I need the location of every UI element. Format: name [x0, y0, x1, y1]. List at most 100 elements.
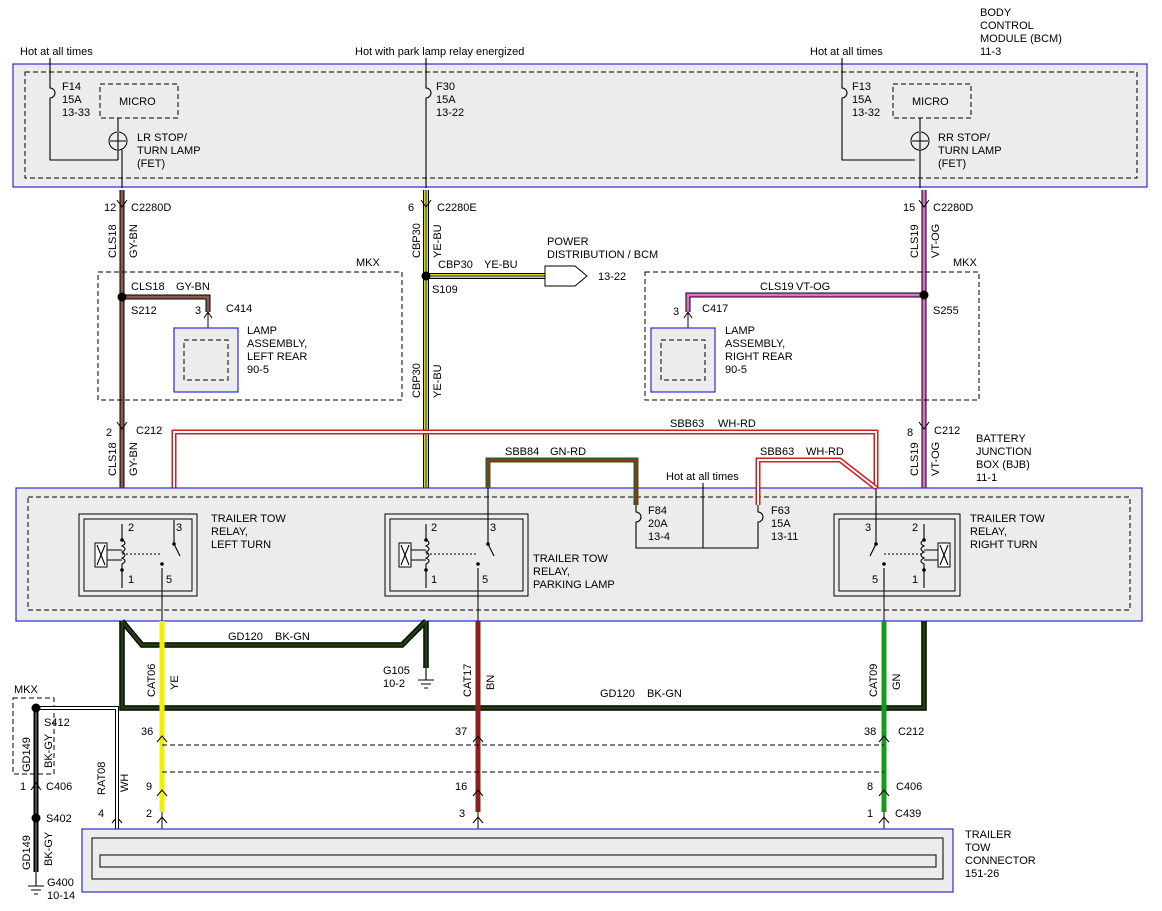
bjb-module: [15, 487, 1143, 622]
supply-label-center: Hot with park lamp relay energized: [355, 46, 524, 58]
c212-bottom-name: C212: [898, 726, 924, 738]
cls18-branch-circuit: CLS18: [131, 281, 165, 293]
svg-text:15A: 15A: [852, 94, 872, 106]
cbp30-branch-color: YE-BU: [484, 259, 518, 271]
cat17-color: BN: [485, 675, 497, 690]
cbp30-branch-circuit: CBP30: [438, 259, 473, 271]
svg-text:13-11: 13-11: [771, 531, 798, 543]
bjb-line1: BATTERY: [976, 433, 1026, 445]
cat06-color: YE: [169, 675, 181, 690]
c439-pin-2: 2: [146, 808, 152, 820]
cls19-color-1: VT-OG: [930, 224, 942, 258]
c212-pin-36: 36: [141, 726, 153, 738]
splice-s212: S212: [131, 305, 157, 317]
gd120-circuit-1: GD120: [228, 631, 263, 643]
gd120-circuit-2: GD120: [600, 688, 635, 700]
c417-icon: [683, 311, 693, 330]
svg-text:13-32: 13-32: [852, 107, 880, 119]
svg-text:F30: F30: [436, 81, 455, 93]
svg-text:LEFT REAR: LEFT REAR: [247, 351, 307, 363]
svg-text:RELAY,: RELAY,: [533, 566, 570, 578]
svg-text:RELAY,: RELAY,: [970, 526, 1007, 538]
splice-s255: S255: [933, 305, 959, 317]
connector-c2280d-right-icon: [918, 199, 930, 208]
cat06-circuit: CAT06: [146, 664, 158, 697]
cls19-color-2: VT-OG: [930, 442, 942, 476]
c2280e-pin: 6: [408, 202, 414, 214]
gd149-color-2: BK-GY: [43, 831, 55, 866]
svg-text:(FET): (FET): [137, 158, 165, 170]
bjb-line2: JUNCTION: [976, 446, 1032, 458]
fet-left: LR STOP/ TURN LAMP (FET): [108, 131, 201, 188]
sbb63-color-2: WH-RD: [806, 446, 844, 458]
cbp30-color-2: YE-BU: [432, 364, 444, 398]
bjb-fuse-bus: [635, 483, 764, 549]
svg-text:3: 3: [865, 522, 871, 534]
svg-text:CONTROL: CONTROL: [980, 20, 1034, 32]
c212-left-pin: 2: [106, 427, 112, 439]
cbp30-color-1: YE-BU: [432, 224, 444, 258]
splice-s402-dot: [31, 813, 41, 823]
svg-text:3: 3: [176, 522, 182, 534]
sbb63-circuit-2: SBB63: [760, 446, 794, 458]
c406-left-pin: 1: [20, 781, 26, 793]
splice-s212-dot: [117, 292, 127, 302]
fuse-f63: F63 15A 13-11: [771, 505, 798, 543]
svg-text:1: 1: [431, 574, 437, 586]
c212-left-icon: [116, 421, 128, 430]
relay-right-turn: 2 3 1 5: [833, 513, 961, 597]
c417-pin: 3: [673, 306, 679, 318]
svg-text:TRAILER TOW: TRAILER TOW: [533, 553, 608, 565]
svg-text:PARKING LAMP: PARKING LAMP: [533, 579, 615, 591]
svg-text:LAMP: LAMP: [725, 325, 755, 337]
supply-label-right: Hot at all times: [810, 46, 883, 58]
c439-name: C439: [895, 808, 921, 820]
svg-text:F84: F84: [648, 505, 667, 517]
svg-text:2: 2: [912, 522, 918, 534]
c439-pin-3: 3: [459, 808, 465, 820]
mkx-right-box: [644, 271, 980, 401]
bjb-line4: 11-1: [976, 472, 997, 484]
mkx-bottom-tag: MKX: [14, 684, 39, 696]
c212-right-pin: 8: [907, 427, 913, 439]
svg-text:15A: 15A: [771, 518, 791, 530]
c212-right-icon: [918, 421, 930, 430]
svg-text:ASSEMBLY,: ASSEMBLY,: [247, 338, 307, 350]
lamp-right-rear-inner: [660, 339, 706, 381]
wire-sbb63: [171, 429, 879, 520]
svg-text:ASSEMBLY,: ASSEMBLY,: [725, 338, 785, 350]
fuse-f30: F30 15A 13-22: [425, 78, 464, 188]
svg-text:F14: F14: [62, 81, 81, 93]
svg-text:TURN LAMP: TURN LAMP: [137, 145, 201, 157]
c212-right-name: C212: [934, 425, 960, 437]
cat09-color: GN: [891, 673, 903, 690]
relay-left-turn: 2 3 1 5: [78, 513, 198, 597]
sbb63-color-1: WH-RD: [718, 418, 756, 430]
cls19-branch-circuit: CLS19: [760, 281, 794, 293]
bjb-line3: BOX (BJB): [976, 459, 1030, 471]
cat17-circuit: CAT17: [462, 664, 474, 697]
svg-text:F63: F63: [771, 505, 790, 517]
sbb63-circuit-1: SBB63: [670, 418, 704, 430]
lamp-left-rear: [173, 327, 239, 393]
svg-text:TRAILER TOW: TRAILER TOW: [970, 513, 1045, 525]
wire-gd120: [119, 619, 927, 711]
bjb-supply-label: Hot at all times: [666, 471, 739, 483]
gd149-color-1: BK-GY: [43, 733, 55, 768]
c406-left-icon: [30, 782, 42, 791]
cls19-branch-color: VT-OG: [796, 281, 830, 293]
c2280d-right-name: C2280D: [933, 202, 973, 214]
wire-sbb84: [485, 457, 639, 505]
cls18-color-2: GY-BN: [128, 442, 140, 476]
fuse-f13: F13 15A 13-32: [841, 78, 915, 161]
rat08-circuit: RAT08: [96, 762, 108, 795]
bcm-module: [12, 63, 1148, 188]
power-dist-line1: POWER: [547, 236, 589, 248]
svg-text:13-4: 13-4: [648, 531, 670, 543]
svg-text:TOW: TOW: [965, 842, 991, 854]
mkx-left-box: [97, 271, 403, 401]
cls18-label-2: CLS18: [107, 442, 119, 476]
splice-s255-dot: [919, 290, 929, 300]
c2280d-left-name: C2280D: [131, 202, 171, 214]
